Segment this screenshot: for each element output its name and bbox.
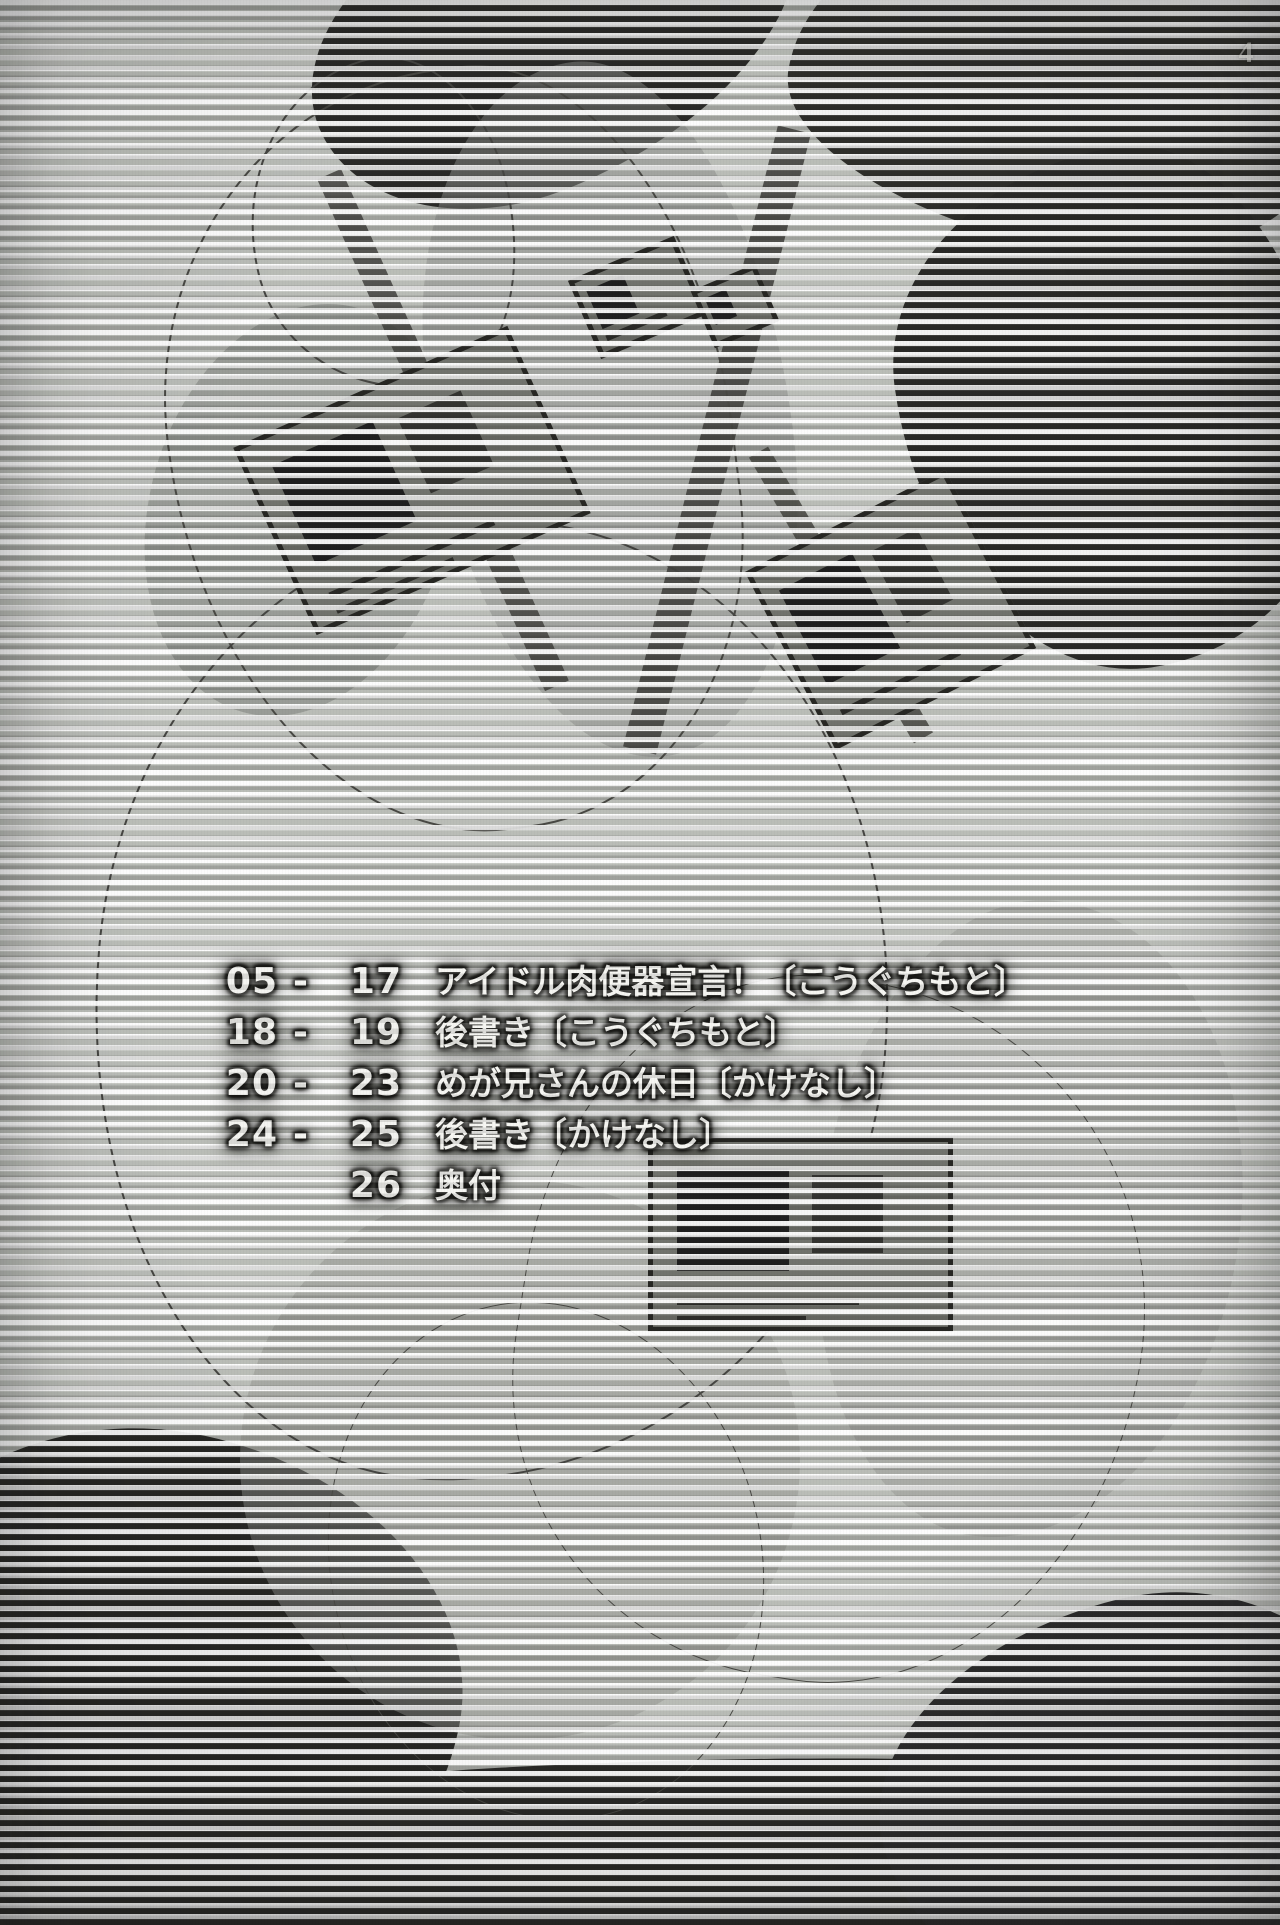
- toc-row[interactable]: 18 - 19 後書き〔こうぐちもと〕: [200, 1006, 1050, 1057]
- toc-page-to: 25: [349, 1114, 402, 1155]
- art-card-rule: [676, 1298, 860, 1305]
- toc-page-dash: -: [293, 1063, 309, 1104]
- toc-row[interactable]: 26 奥付: [200, 1159, 1050, 1210]
- art-card-panel-2: [870, 528, 953, 624]
- toc-page-range: 20 - 23: [200, 1063, 435, 1104]
- toc-entry-title: 後書き〔こうぐちもと〕: [435, 1013, 798, 1052]
- toc-page-to: 23: [349, 1063, 402, 1104]
- toc-row[interactable]: 20 - 23 めが兄さんの休日〔かけなし〕: [200, 1057, 1050, 1108]
- art-card-panel: [272, 421, 418, 566]
- toc-row[interactable]: 24 - 25 後書き〔かけなし〕: [200, 1108, 1050, 1159]
- toc-entry-title: アイドル肉便器宣言！〔こうぐちもと〕: [435, 962, 1027, 1001]
- table-of-contents: 05 - 17 アイドル肉便器宣言！〔こうぐちもと〕 18 - 19 後書き〔こ…: [200, 955, 1050, 1210]
- toc-page-range: 24 - 25: [200, 1114, 435, 1155]
- toc-page-dash: -: [293, 961, 309, 1002]
- art-card-panel: [704, 289, 737, 326]
- toc-row[interactable]: 05 - 17 アイドル肉便器宣言！〔こうぐちもと〕: [200, 955, 1050, 1006]
- art-card-panel-2: [397, 390, 495, 494]
- toc-page-from: 26: [349, 1165, 402, 1206]
- toc-page-to: 19: [349, 1012, 402, 1053]
- toc-entry-title: 後書き〔かけなし〕: [435, 1115, 732, 1154]
- toc-page-from: 20: [225, 1063, 278, 1104]
- toc-page-range: 18 - 19: [200, 1012, 435, 1053]
- toc-entry-title: めが兄さんの休日〔かけなし〕: [435, 1064, 897, 1103]
- page-number: 4: [1238, 36, 1254, 69]
- art-card-rule-2: [676, 1316, 807, 1322]
- toc-page-from: 24: [225, 1114, 278, 1155]
- toc-page-dash: -: [293, 1012, 309, 1053]
- art-card-panel: [586, 274, 640, 329]
- toc-page-from: 05: [225, 961, 278, 1002]
- toc-page-to: 17: [349, 961, 402, 1002]
- toc-page-range: 05 - 17: [200, 961, 435, 1002]
- toc-entry-title: 奥付: [435, 1166, 501, 1205]
- toc-page-range: 26: [200, 1165, 435, 1206]
- toc-page-from: 18: [225, 1012, 278, 1053]
- toc-page-dash: -: [293, 1114, 309, 1155]
